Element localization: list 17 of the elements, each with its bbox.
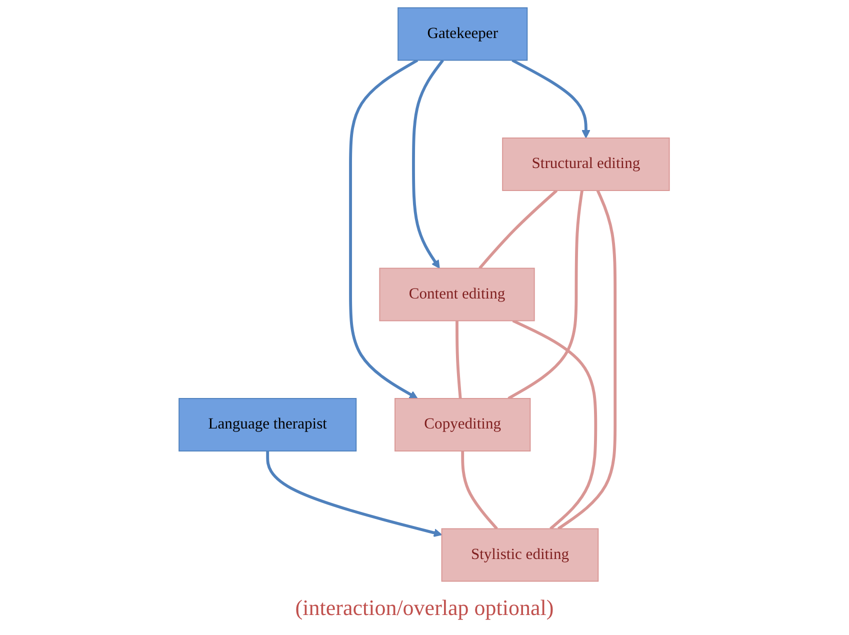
connector	[456, 320, 462, 399]
connector	[478, 189, 558, 270]
connector	[512, 319, 598, 530]
node-box: Language therapist	[178, 398, 357, 452]
arrow	[349, 59, 418, 399]
connector	[508, 190, 584, 400]
node-box: Content editing	[380, 268, 536, 322]
connector	[558, 190, 617, 530]
connector	[461, 450, 498, 530]
node-box: Stylistic editing	[442, 528, 599, 582]
node-box: Gatekeeper	[398, 7, 528, 61]
arrow	[512, 58, 591, 138]
arrow	[412, 59, 444, 269]
note-text: (interaction/overlap optional)	[295, 594, 554, 622]
node-box: Copyediting	[394, 398, 531, 452]
arrow	[266, 450, 442, 538]
node-box: Structural editing	[502, 138, 670, 191]
